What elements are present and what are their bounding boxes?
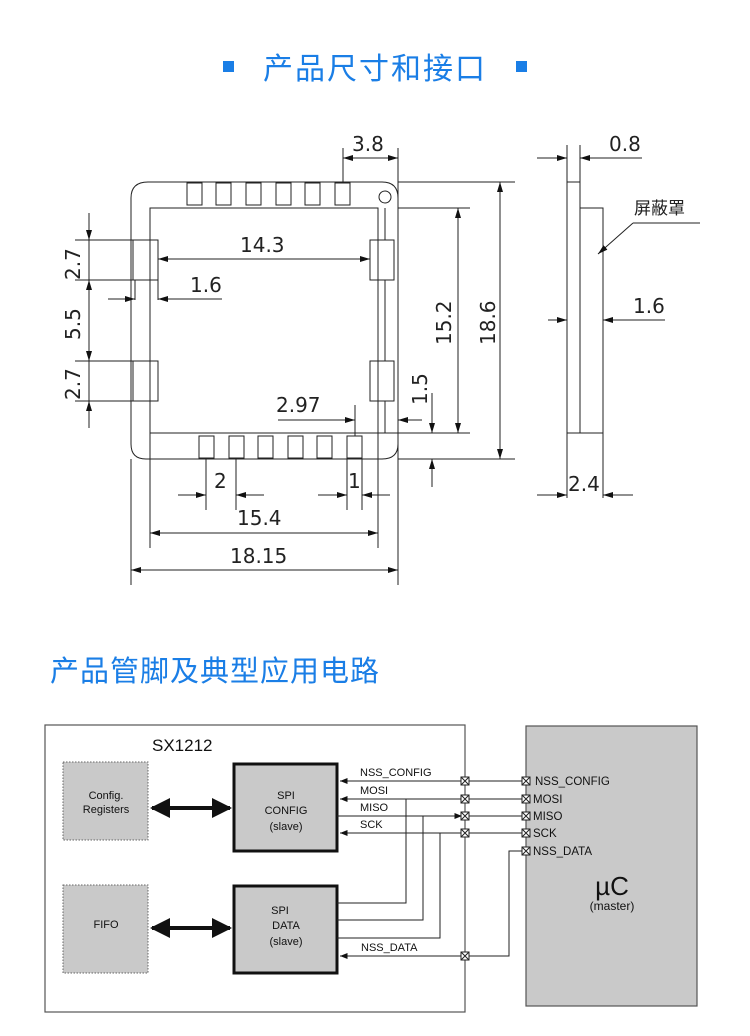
mcu-title: µC xyxy=(595,871,629,901)
spi-data-label-2: DATA xyxy=(272,920,300,932)
mcu-pin-mosi: MOSI xyxy=(533,794,562,806)
fifo-block xyxy=(62,884,149,974)
top-pin xyxy=(215,182,232,206)
chip-pin-icon xyxy=(460,951,470,961)
right-pad xyxy=(369,360,395,402)
bottom-pin xyxy=(346,435,363,459)
config-registers-label-2: Registers xyxy=(83,804,130,816)
mcu-block xyxy=(525,725,698,1007)
dim-3-8: 3.8 xyxy=(352,132,384,156)
signal-nss-config: NSS_CONFIG xyxy=(360,767,432,779)
bottom-pin xyxy=(228,435,245,459)
chip-frame xyxy=(44,724,466,1013)
bullet-square-icon xyxy=(222,60,234,72)
spi-config-label-2: CONFIG xyxy=(265,805,308,817)
config-registers-block xyxy=(62,761,149,841)
mounting-hole xyxy=(378,190,392,204)
dim-2-97: 2.97 xyxy=(276,393,321,417)
section-title-text: 产品尺寸和接口 xyxy=(263,52,487,87)
top-pin xyxy=(334,182,351,206)
mcu-pin-nss-data: NSS_DATA xyxy=(533,846,592,858)
mcu-pin-icon xyxy=(521,811,531,821)
left-pad xyxy=(132,239,159,281)
mcu-pin-icon xyxy=(521,828,531,838)
left-pad xyxy=(132,360,159,402)
dim-15-2: 15.2 xyxy=(432,300,456,345)
bottom-pin xyxy=(198,435,215,459)
mcu-pin-icon xyxy=(521,846,531,856)
dim-18-6: 18.6 xyxy=(476,300,500,345)
spi-data-label-3: (slave) xyxy=(269,936,302,948)
module-outline xyxy=(130,181,399,460)
side-shield xyxy=(579,207,604,434)
signal-mosi: MOSI xyxy=(360,785,388,797)
spi-data-label-1: SPI xyxy=(271,905,289,917)
bottom-pin xyxy=(287,435,304,459)
dim-1-6-side: 1.6 xyxy=(633,294,665,318)
dim-2-4: 2.4 xyxy=(568,472,600,496)
dim-1-5: 1.5 xyxy=(408,373,432,405)
mcu-pin-nss-config: NSS_CONFIG xyxy=(535,776,610,788)
fifo-label: FIFO xyxy=(93,919,118,931)
top-pin xyxy=(275,182,292,206)
chip-pin-icon xyxy=(460,794,470,804)
mcu-pin-miso: MISO xyxy=(533,811,562,823)
dim-2-7-bottom: 2.7 xyxy=(61,368,85,400)
right-pad xyxy=(369,239,395,281)
bottom-pin xyxy=(257,435,274,459)
chip-pin-icon xyxy=(460,776,470,786)
config-registers-label-1: Config. xyxy=(89,790,124,802)
section-title-dimensions: 产品尺寸和接口 xyxy=(0,44,750,88)
side-pcb xyxy=(566,181,581,434)
spi-config-label-1: SPI xyxy=(277,790,295,802)
dim-5-5: 5.5 xyxy=(61,308,85,340)
dim-15-4: 15.4 xyxy=(237,506,282,530)
top-pin xyxy=(245,182,262,206)
spi-config-label-3: (slave) xyxy=(269,821,302,833)
spi-data-block xyxy=(232,884,339,975)
shield-label: 屏蔽罩 xyxy=(634,199,685,219)
dim-0-8: 0.8 xyxy=(609,132,641,156)
spi-config-block xyxy=(232,762,339,853)
dimension-drawing: 3.8 14.3 1.6 2.7 5.5 2.7 15.2 18.6 1.5 2… xyxy=(61,132,700,585)
mcu-pin-icon xyxy=(521,794,531,804)
signal-nss-data: NSS_DATA xyxy=(361,942,418,954)
top-pin xyxy=(304,182,321,206)
dim-1-6: 1.6 xyxy=(190,273,222,297)
dim-14-3: 14.3 xyxy=(240,233,285,257)
chip-pin-icon xyxy=(460,828,470,838)
top-pin xyxy=(186,182,203,206)
dim-18-15: 18.15 xyxy=(230,544,287,568)
chip-name: SX1212 xyxy=(152,736,213,755)
dim-2: 2 xyxy=(214,469,227,493)
mcu-pin-icon xyxy=(521,776,531,786)
mcu-subtitle: (master) xyxy=(590,899,635,913)
mcu-pin-sck: SCK xyxy=(533,828,557,840)
bottom-pin xyxy=(316,435,333,459)
dim-2-7-top: 2.7 xyxy=(61,248,85,280)
section-title-pinout: 产品管脚及典型应用电路 xyxy=(50,654,381,688)
dim-1: 1 xyxy=(348,469,361,493)
chip-pin-icon xyxy=(460,811,470,821)
signal-sck: SCK xyxy=(360,819,383,831)
signal-miso: MISO xyxy=(360,802,389,814)
bullet-square-icon xyxy=(516,60,528,72)
